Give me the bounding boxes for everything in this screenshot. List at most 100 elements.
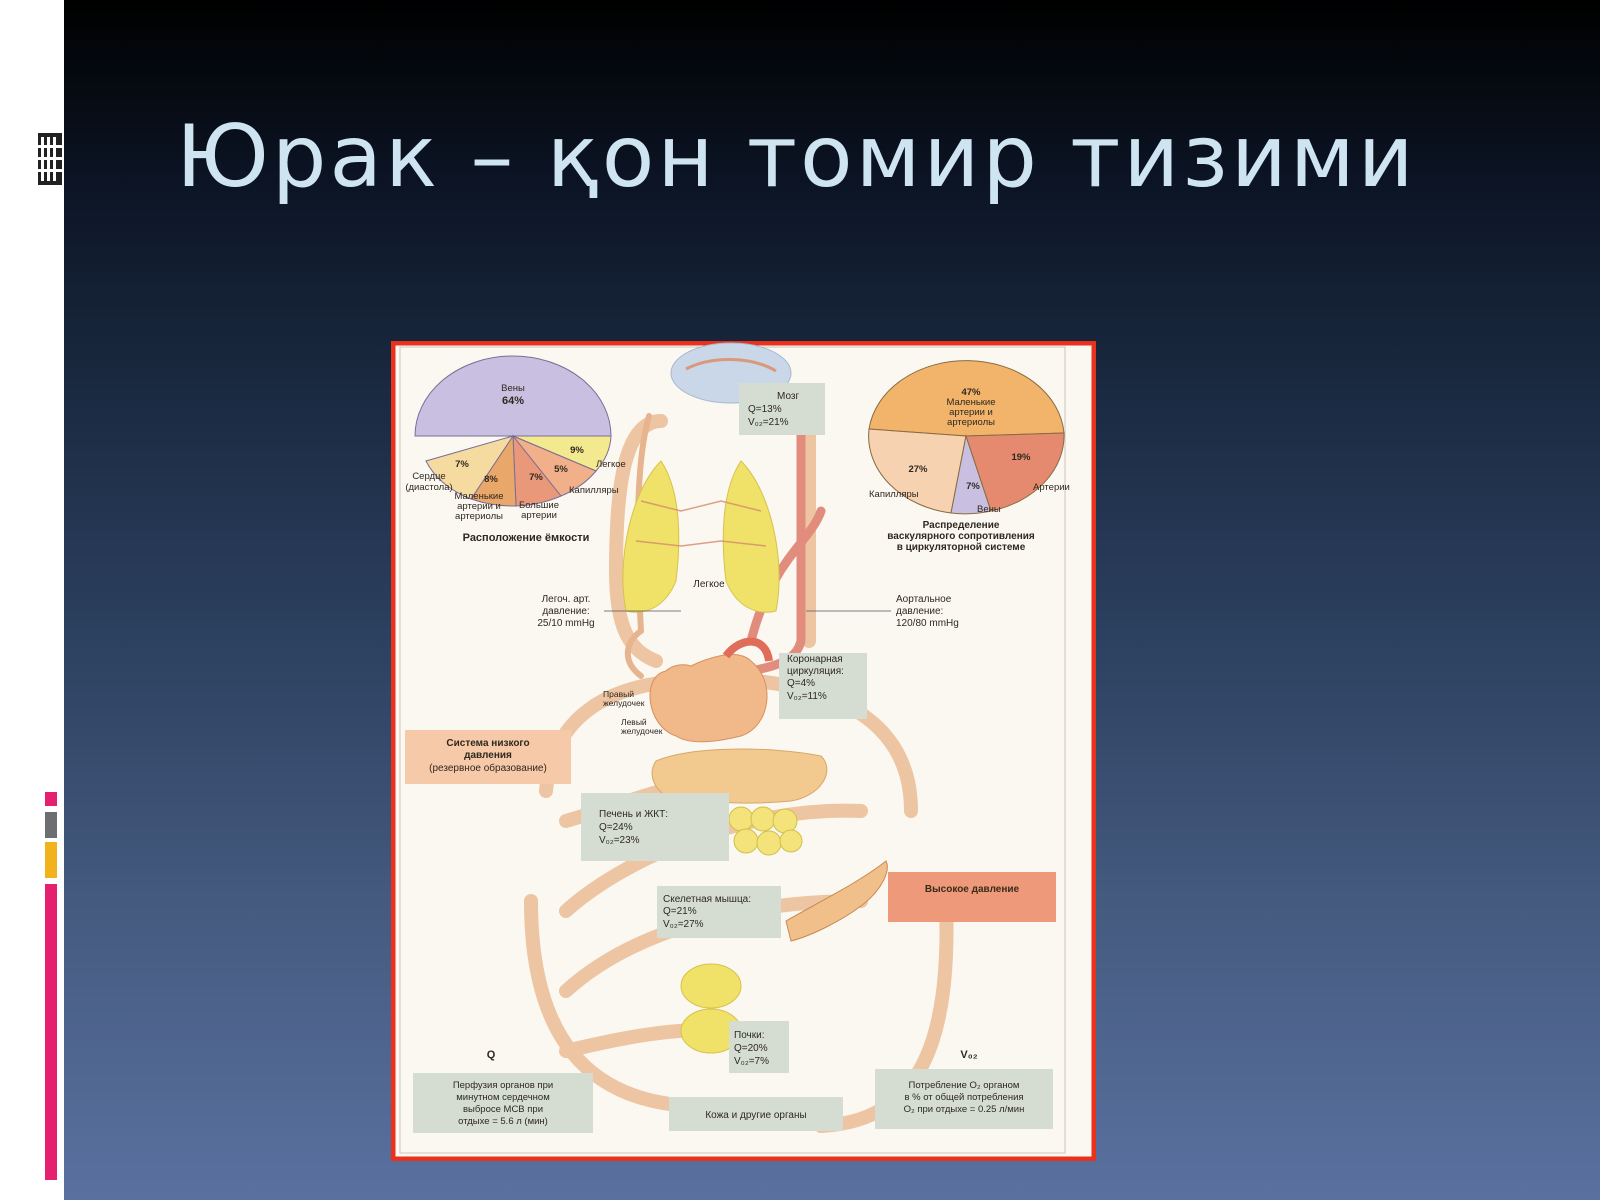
liver-box	[581, 793, 729, 861]
consumption-box	[875, 1069, 1053, 1129]
pulm-line2: давление:	[542, 606, 589, 617]
coronary-line1: Коронарная	[787, 654, 843, 665]
res-veins-pct: 7%	[966, 481, 980, 492]
muscle-box	[657, 886, 781, 938]
right-ventricle-line2: желудочек	[603, 698, 645, 708]
muscle-q: Q=21%	[663, 906, 697, 917]
perfusion-line2: минутном сердечном	[456, 1092, 550, 1103]
coronary-v: V₀₂=11%	[787, 691, 827, 702]
aortic-line1: Аортальное	[896, 594, 952, 605]
lung-label: Легкое	[693, 579, 725, 590]
intestines-shape	[728, 806, 803, 856]
brain-name: Мозг	[777, 391, 799, 402]
coronary-box	[779, 653, 867, 719]
low-pressure-line2: давления	[464, 750, 512, 761]
pie-slice-heart	[425, 435, 515, 500]
skin-box	[669, 1097, 843, 1131]
perfusion-line4: отдыхе = 5.6 л (мин)	[458, 1116, 548, 1127]
res-slice-capillaries	[868, 428, 967, 514]
res-small-line3: артериолы	[947, 417, 995, 428]
perfusion-box	[413, 1073, 593, 1133]
kidney-box	[729, 1021, 789, 1073]
res-capillaries-label: Капилляры	[869, 489, 919, 500]
low-pressure-box	[405, 730, 571, 784]
res-small-line1: Маленькие	[946, 397, 995, 408]
left-ventricle-line1: Левый	[621, 717, 647, 727]
deco-bar-gray	[45, 812, 57, 838]
cap-capillaries-label: Капилляры	[569, 485, 619, 496]
high-pressure-box	[888, 872, 1056, 922]
aortic-line3: 120/80 mmHg	[896, 618, 959, 629]
liver-v: V₀₂=23%	[599, 835, 640, 846]
vo2-symbol: V₀₂	[960, 1049, 977, 1061]
low-pressure-line3: (резервное образование)	[429, 762, 547, 774]
cap-arteries-line1: Большие	[519, 500, 559, 511]
res-arteries-pct: 19%	[1011, 452, 1031, 463]
res-capillaries-pct: 27%	[908, 464, 928, 475]
left-lung	[622, 460, 680, 613]
skin-label: Кожа и другие органы	[705, 1110, 806, 1121]
kidney-v: V₀₂=7%	[734, 1056, 769, 1067]
res-veins-label: Вены	[977, 504, 1001, 515]
cap-heart-label: Сердце	[412, 471, 445, 482]
muscle-name: Скелетная мышца:	[663, 894, 751, 905]
cap-arterioles-pct: 8%	[484, 474, 498, 485]
res-slice-small-arteries	[868, 360, 1065, 437]
kidney-q: Q=20%	[734, 1043, 768, 1054]
coronary-q: Q=4%	[787, 678, 815, 689]
res-small-line2: артерии и	[949, 407, 993, 418]
brain-q: Q=13%	[748, 404, 782, 415]
low-pressure-line1: Система низкого	[446, 738, 529, 749]
res-small-pct: 47%	[961, 387, 981, 398]
capacity-pie	[414, 355, 612, 507]
cap-arterioles-line2: артерии и	[457, 501, 501, 512]
pulm-line3: 25/10 mmHg	[537, 618, 594, 629]
brain-box	[739, 383, 825, 435]
pulm-line1: Легоч. арт.	[542, 594, 591, 605]
cap-heart-sub: (диастола)	[405, 482, 452, 493]
right-ventricle-line1: Правый	[603, 689, 634, 699]
slide-grid-ornament	[38, 133, 62, 185]
liver-name: Печень и ЖКТ:	[599, 809, 668, 820]
perfusion-line1: Перфузия органов при	[453, 1080, 553, 1091]
consumption-line3: O₂ при отдыхе = 0.25 л/мин	[904, 1104, 1025, 1115]
cap-arteries-pct: 7%	[529, 472, 543, 483]
cap-lung-pct: 9%	[570, 445, 584, 456]
res-caption-1: Распределение	[923, 520, 1000, 531]
heart-shape	[649, 654, 768, 743]
pie-slice-veins	[414, 355, 612, 437]
deco-bar-pink-top	[45, 792, 57, 806]
cap-capillaries-pct: 5%	[554, 464, 568, 475]
q-symbol: Q	[487, 1049, 496, 1061]
aortic-line2: давление:	[896, 606, 943, 617]
brain-v: V₀₂=21%	[748, 417, 789, 428]
cap-arterioles-line3: артериолы	[455, 511, 503, 522]
kidney-name: Почки:	[734, 1030, 764, 1041]
liver-q: Q=24%	[599, 822, 633, 833]
perfusion-line3: выбросе МСВ при	[463, 1104, 543, 1115]
deco-bar-pink-long	[45, 884, 57, 1180]
coronary-line2: циркуляция:	[787, 666, 844, 677]
consumption-line1: Потребление O₂ органом	[909, 1080, 1020, 1091]
right-lung	[722, 460, 780, 613]
consumption-line2: в % от общей потребления	[904, 1092, 1023, 1103]
cap-caption: Расположение ёмкости	[463, 532, 590, 544]
resistance-pie	[868, 360, 1065, 515]
deco-bar-yellow	[45, 842, 57, 878]
left-ventricle-line2: желудочек	[621, 726, 663, 736]
cap-arteries-line2: артерии	[521, 510, 557, 521]
kidney-upper	[680, 963, 742, 1009]
muscle-shape	[785, 860, 888, 942]
muscle-v: V₀₂=27%	[663, 919, 704, 930]
cap-arterioles-line1: Маленькие	[454, 491, 503, 502]
cap-veins-pct: 64%	[502, 395, 524, 407]
cap-veins-label: Вены	[501, 383, 525, 394]
cap-heart-pct: 7%	[455, 459, 469, 470]
res-caption-3: в циркуляторной системе	[897, 542, 1026, 553]
cap-lung-label: Легкое	[596, 459, 626, 470]
circulation-diagram: Вены 64% 9% Легкое 5% Капилляры 7% Больш…	[391, 341, 1096, 1161]
slide-title: Юрак – қон томир тизими	[176, 107, 1417, 207]
res-slice-arteries	[965, 432, 1065, 512]
res-caption-2: васкулярного сопротивления	[887, 531, 1035, 542]
res-arteries-label: Артерии	[1033, 482, 1070, 493]
